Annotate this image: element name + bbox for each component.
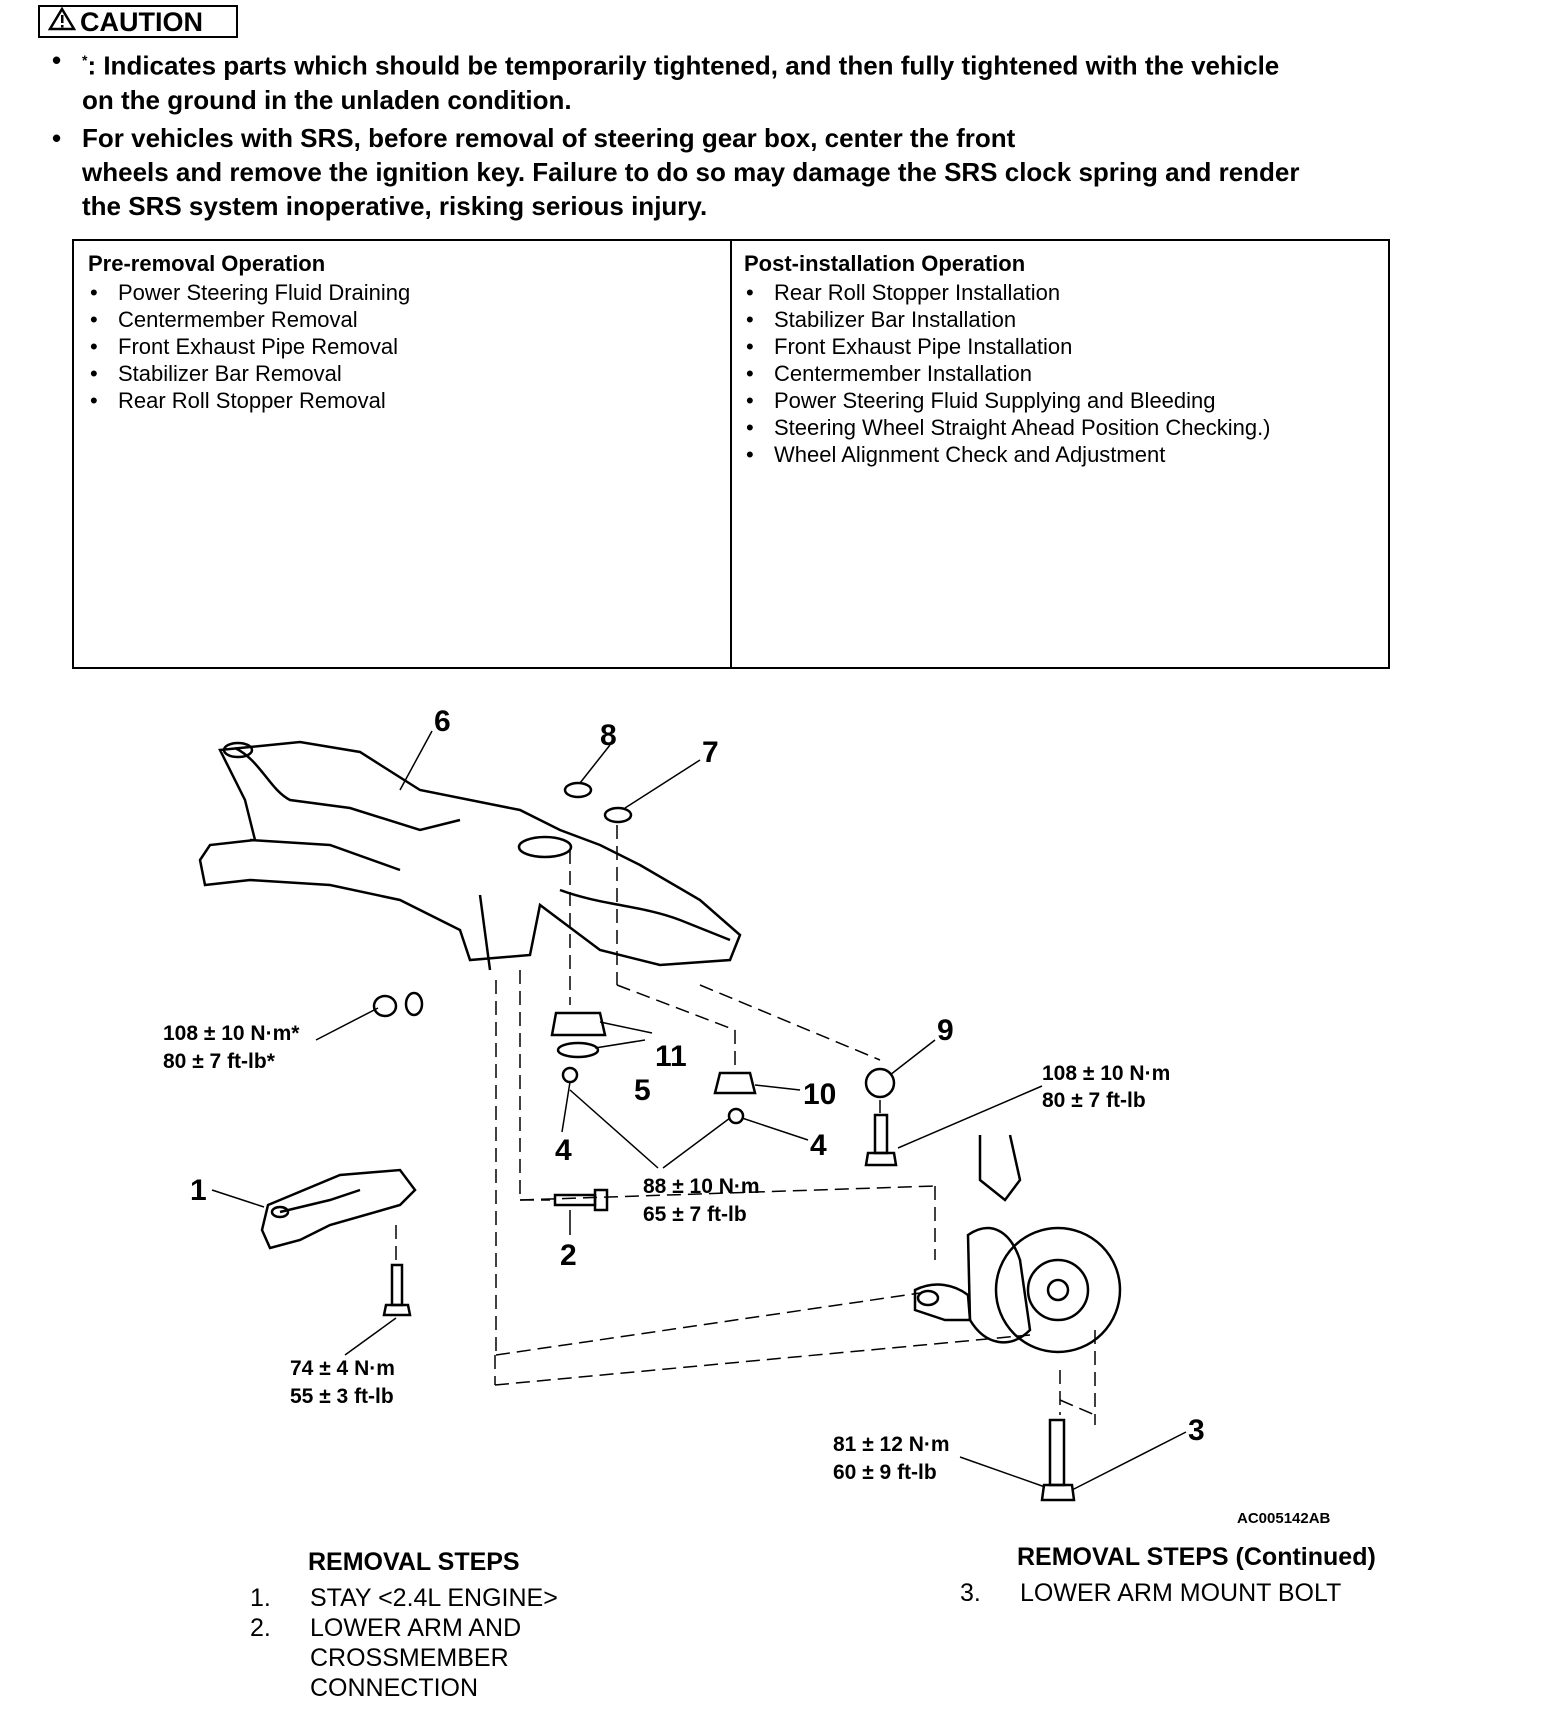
stay-drawing [260, 1168, 417, 1250]
pre-removal-heading: Pre-removal Operation [88, 251, 326, 276]
post-item: Steering Wheel Straight Ahead Position C… [744, 414, 1271, 441]
torque-108-nm-star: 108 ± 10 N·m* [163, 1022, 300, 1045]
post-item: Wheel Alignment Check and Adjustment [744, 441, 1271, 468]
post-item: Rear Roll Stopper Installation [744, 279, 1271, 306]
pre-removal-column: Pre-removal Operation Power Steering Flu… [88, 251, 410, 414]
torque-74-nm: 74 ± 4 N·m [290, 1357, 395, 1380]
part-9-drawing [864, 1067, 896, 1099]
torque-80-ftlb-star: 80 ± 7 ft-lb* [163, 1050, 276, 1073]
callout-8: 8 [600, 719, 617, 752]
callout-1: 1 [190, 1174, 207, 1207]
caution-text-2b: wheels and remove the ignition key. Fail… [82, 157, 1300, 187]
caution-title: CAUTION [80, 7, 203, 37]
operations-table: Pre-removal Operation Power Steering Flu… [72, 239, 1390, 669]
bolt-2-drawing [553, 1188, 609, 1212]
caution-text-2c: the SRS system inoperative, risking seri… [82, 191, 708, 221]
part-7-drawing [603, 806, 633, 824]
torque-55-ftlb: 55 ± 3 ft-lb [290, 1385, 394, 1408]
asterisk-mark: * [82, 52, 88, 68]
pre-item: Rear Roll Stopper Removal [88, 387, 410, 414]
table-divider [730, 241, 732, 667]
callout-4-right: 4 [810, 1129, 827, 1162]
callout-2: 2 [560, 1239, 577, 1272]
post-installation-column: Post-installation Operation Rear Roll St… [744, 251, 1271, 468]
step-label: LOWER ARM MOUNT BOLT [1020, 1579, 1342, 1607]
lower-arm-mount-bolt-drawing [1040, 1418, 1076, 1502]
callout-9: 9 [937, 1014, 954, 1047]
stay-bolt-drawing [382, 1263, 412, 1317]
callout-7: 7 [702, 736, 719, 769]
step-label: STAY <2.4L ENGINE> [310, 1584, 558, 1612]
warning-triangle-icon [47, 6, 80, 37]
nut-bolt-9-drawing [864, 1113, 898, 1167]
torque-60-ftlb: 60 ± 9 ft-lb [833, 1461, 937, 1484]
post-item: Front Exhaust Pipe Installation [744, 333, 1271, 360]
callout-3: 3 [1188, 1414, 1205, 1447]
caution-text-1a: : Indicates parts which should be tempor… [87, 50, 1280, 81]
knuckle-hub-drawing [913, 1134, 1122, 1354]
part-11-drawing [550, 1011, 607, 1037]
washer-left-drawing [404, 991, 424, 1017]
step-label: LOWER ARM AND CROSSMEMBER CONNECTION [310, 1614, 522, 1702]
caution-text-1b: on the ground in the unladen condition. [82, 84, 572, 115]
post-item: Centermember Installation [744, 360, 1271, 387]
part-4a-drawing [561, 1066, 579, 1084]
torque-88-nm: 88 ± 10 N·m [643, 1175, 760, 1198]
figure-id: AC005142AB [1237, 1510, 1331, 1527]
part-10-drawing [713, 1071, 757, 1095]
step-number: 2. [250, 1614, 271, 1642]
part-4b-drawing [727, 1107, 745, 1125]
step-number: 1. [250, 1584, 271, 1612]
removal-steps-continued-heading: REMOVAL STEPS (Continued) [1017, 1543, 1376, 1571]
callout-10: 10 [803, 1078, 836, 1111]
post-item: Power Steering Fluid Supplying and Bleed… [744, 387, 1271, 414]
caution-bullet-2: • For vehicles with SRS, before removal … [52, 123, 1300, 221]
part-5-drawing [556, 1041, 600, 1059]
crossmember-drawing [198, 740, 742, 971]
caution-text-2a: For vehicles with SRS, before removal of… [82, 123, 1016, 153]
torque-81-nm: 81 ± 12 N·m [833, 1433, 950, 1456]
pre-item: Front Exhaust Pipe Removal [88, 333, 410, 360]
pre-item: Centermember Removal [88, 306, 410, 333]
callout-5: 5 [634, 1074, 651, 1107]
callout-11: 11 [655, 1040, 687, 1073]
torque-80-ftlb: 80 ± 7 ft-lb [1042, 1089, 1146, 1112]
pre-item: Stabilizer Bar Removal [88, 360, 410, 387]
post-installation-heading: Post-installation Operation [744, 251, 1026, 276]
post-item: Stabilizer Bar Installation [744, 306, 1271, 333]
caution-bullet-1: • *: Indicates parts which should be tem… [52, 45, 1280, 115]
nut-left-drawing [372, 994, 398, 1018]
part-8-drawing [563, 781, 593, 799]
callout-4-left: 4 [555, 1134, 572, 1167]
pre-item: Power Steering Fluid Draining [88, 279, 410, 306]
caution-label: CAUTION [38, 5, 238, 38]
removal-steps-heading: REMOVAL STEPS [308, 1548, 520, 1576]
step-number: 3. [960, 1579, 981, 1607]
torque-65-ftlb: 65 ± 7 ft-lb [643, 1203, 747, 1226]
callout-6: 6 [434, 705, 451, 738]
torque-108-nm: 108 ± 10 N·m [1042, 1062, 1170, 1085]
